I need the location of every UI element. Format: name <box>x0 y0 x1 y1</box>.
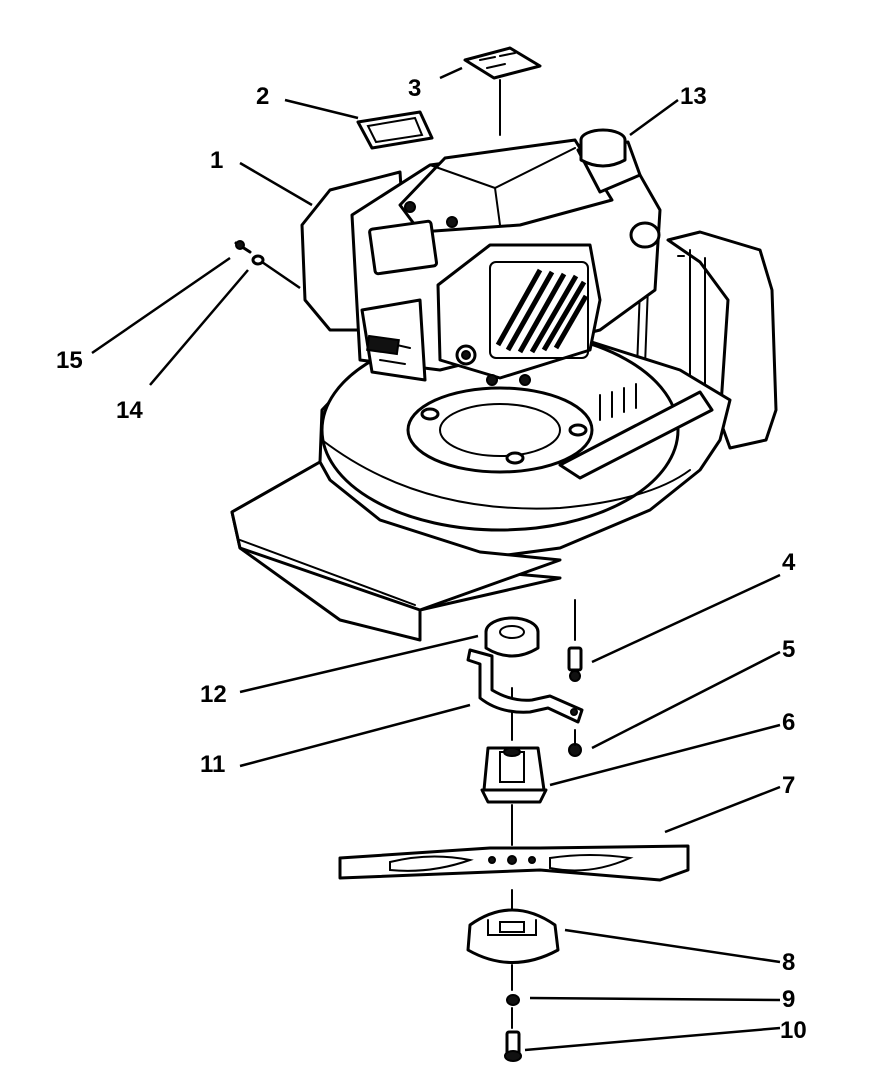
air-filter-gasket <box>356 110 434 150</box>
callout-14: 14 <box>116 397 143 424</box>
callout-11: 11 <box>200 751 225 778</box>
engine <box>300 128 662 386</box>
callout-5: 5 <box>782 636 795 663</box>
blade-spindle-parts <box>338 599 690 1062</box>
callout-6: 6 <box>782 709 795 736</box>
decal-plate <box>463 46 542 136</box>
callout-1: 1 <box>210 147 223 174</box>
callout-2: 2 <box>256 83 269 110</box>
mower-deck <box>230 230 778 642</box>
callout-7: 7 <box>782 772 795 799</box>
callout-labels: 1 2 3 4 5 6 7 8 9 10 11 12 13 14 15 <box>56 75 807 1044</box>
callout-12: 12 <box>200 681 227 708</box>
screw-and-washer <box>234 240 265 266</box>
callout-9: 9 <box>782 986 795 1013</box>
callout-13: 13 <box>680 83 707 110</box>
callout-8: 8 <box>782 949 795 976</box>
callout-10: 10 <box>780 1017 807 1044</box>
leader-lines <box>91 66 781 1052</box>
callout-15: 15 <box>56 347 83 374</box>
callout-4: 4 <box>782 549 796 576</box>
callout-3: 3 <box>408 75 421 102</box>
